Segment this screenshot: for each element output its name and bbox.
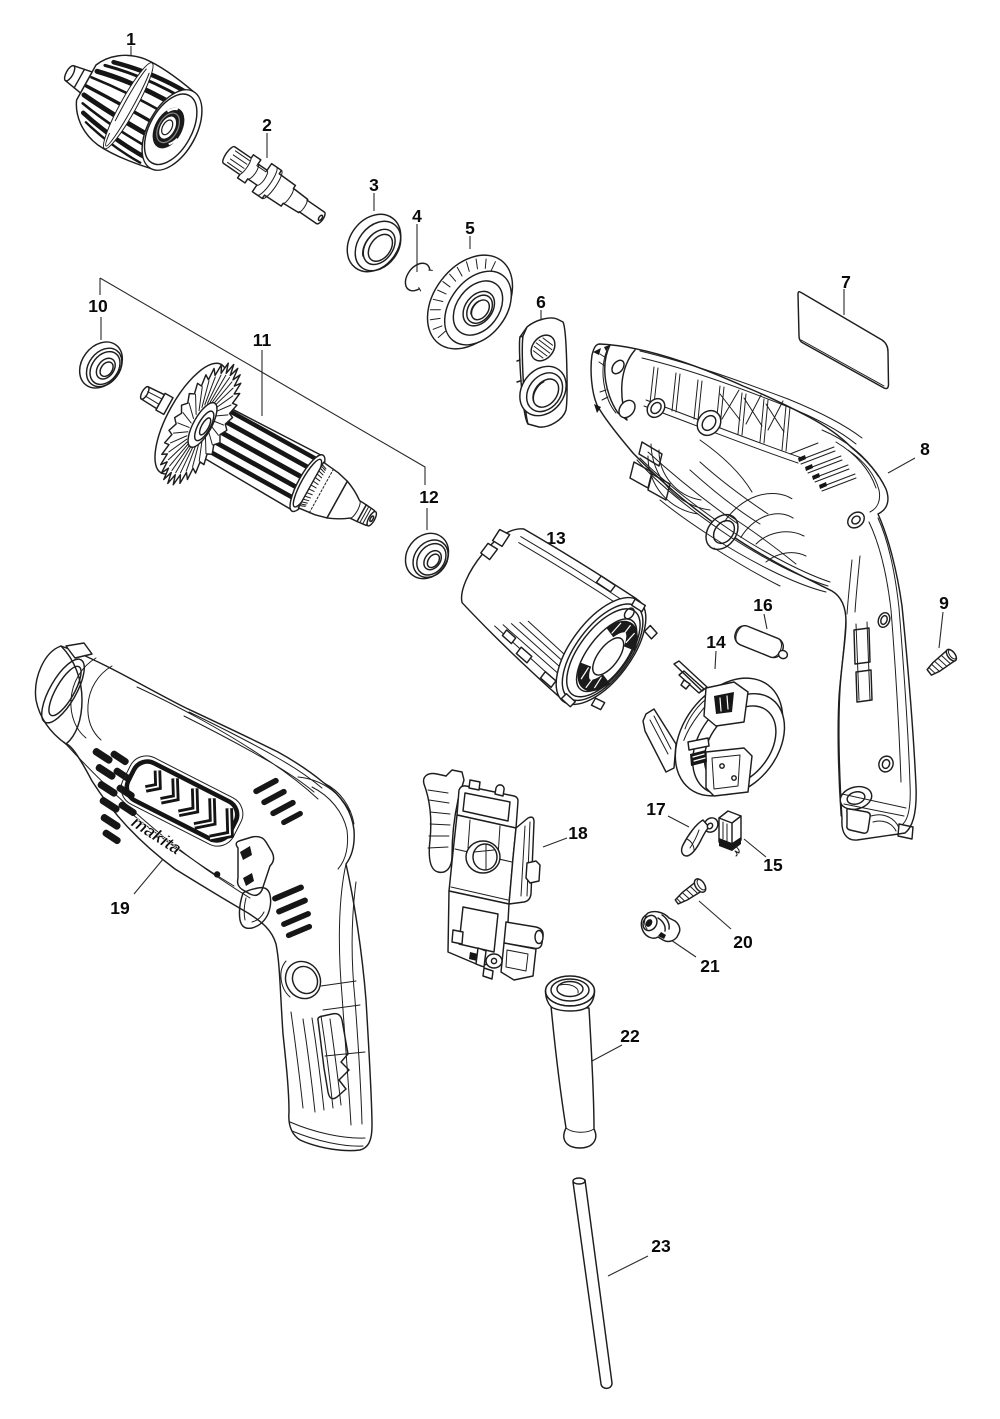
svg-text:3: 3: [369, 175, 379, 195]
svg-text:8: 8: [920, 439, 930, 459]
svg-text:10: 10: [88, 296, 108, 316]
svg-text:5: 5: [465, 218, 475, 238]
svg-text:1: 1: [126, 29, 136, 49]
svg-text:20: 20: [733, 932, 753, 952]
svg-text:12: 12: [419, 487, 439, 507]
svg-text:14: 14: [706, 632, 726, 652]
svg-text:17: 17: [646, 799, 665, 819]
svg-text:11: 11: [253, 330, 272, 350]
svg-text:9: 9: [939, 593, 949, 613]
svg-text:19: 19: [110, 898, 130, 918]
svg-text:6: 6: [536, 292, 546, 312]
svg-text:15: 15: [763, 855, 783, 875]
svg-text:7: 7: [841, 272, 851, 292]
svg-text:2: 2: [262, 115, 272, 135]
svg-text:4: 4: [412, 206, 422, 226]
svg-text:23: 23: [651, 1236, 671, 1256]
svg-text:18: 18: [568, 823, 588, 843]
svg-text:13: 13: [546, 528, 566, 548]
svg-text:16: 16: [753, 595, 773, 615]
svg-text:21: 21: [700, 956, 720, 976]
svg-text:22: 22: [620, 1026, 640, 1046]
